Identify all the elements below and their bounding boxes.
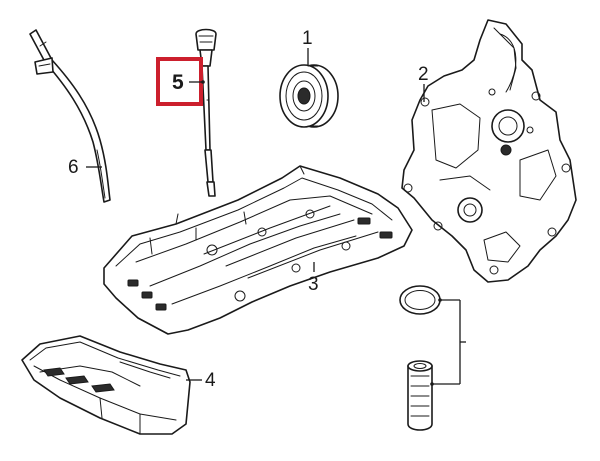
callout-5-label: 5 <box>172 71 184 94</box>
oil-dipstick[interactable] <box>195 28 217 197</box>
callout-1-label: 1 <box>302 28 313 49</box>
oil-filter-element[interactable] <box>407 360 433 431</box>
dipstick-guide-tube[interactable] <box>29 29 111 203</box>
crankshaft-pulley[interactable] <box>279 64 339 128</box>
callout-4: 4 <box>186 370 216 391</box>
callout-4-label: 4 <box>205 370 216 391</box>
callout-6: 6 <box>68 157 102 178</box>
callout-3-label: 3 <box>308 274 319 295</box>
callout-3: 3 <box>308 262 319 295</box>
callout-2: 2 <box>418 64 429 102</box>
callout-5: 5 <box>156 57 205 106</box>
filter-seal-ring[interactable] <box>399 285 441 315</box>
callout-1: 1 <box>302 28 313 66</box>
filter-group-bracket <box>430 298 466 386</box>
callout-2-label: 2 <box>418 64 429 85</box>
callout-6-label: 6 <box>68 157 79 178</box>
upper-oil-pan[interactable] <box>103 165 413 335</box>
timing-cover[interactable] <box>401 19 577 283</box>
lower-oil-pan[interactable] <box>21 335 191 435</box>
